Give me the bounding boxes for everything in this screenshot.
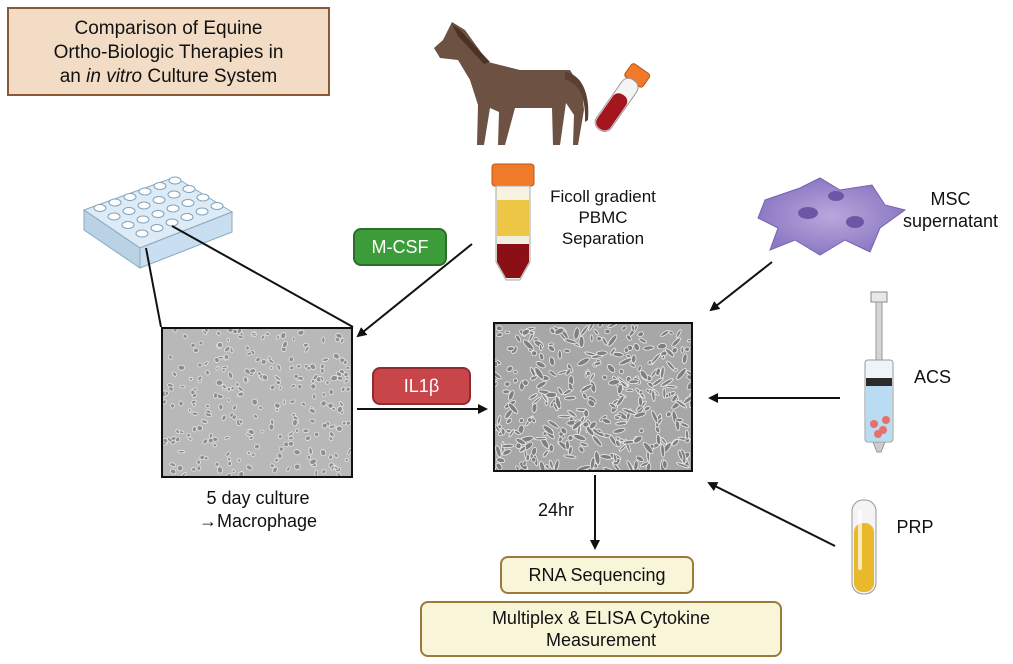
culture-label: 5 day culture →Macrophage xyxy=(198,488,318,531)
ficoll-tube-icon xyxy=(491,163,535,281)
il1b-pill: IL1β xyxy=(372,367,471,405)
multiplex-box: Multiplex & ELISA Cytokine Measurement xyxy=(420,601,782,657)
msc-cells-icon xyxy=(757,177,907,256)
title-line-2: Ortho-Biologic Therapies in xyxy=(53,42,284,63)
prp-tube-icon xyxy=(851,499,877,595)
arrow-msc-to-treatment xyxy=(709,261,773,312)
rna-sequencing-box: RNA Sequencing xyxy=(500,556,694,594)
arrow-prp-to-treatment xyxy=(707,482,836,547)
title-line-3: an in vitro Culture System xyxy=(59,66,278,87)
zoom-line-right xyxy=(171,225,354,328)
time-label: 24hr xyxy=(537,500,575,520)
macrophage-micrograph xyxy=(161,327,353,478)
treated-micrograph xyxy=(493,322,693,472)
zoom-line-left xyxy=(145,247,162,328)
title-line-1: Comparison of Equine xyxy=(74,18,263,39)
msc-label: MSC supernatant xyxy=(902,189,999,231)
horse-icon xyxy=(434,22,589,145)
mcsf-pill: M-CSF xyxy=(353,228,447,266)
arrow-ficoll-to-culture xyxy=(356,243,473,338)
well-plate-icon xyxy=(82,176,234,269)
blood-tube-icon xyxy=(594,63,651,133)
title-box: Comparison of Equine Ortho-Biologic Ther… xyxy=(7,7,330,96)
ficoll-label: Ficoll gradient PBMC Separation xyxy=(550,187,656,248)
syringe-icon xyxy=(864,291,894,453)
acs-label: ACS xyxy=(913,367,951,387)
prp-label: PRP xyxy=(896,517,934,537)
